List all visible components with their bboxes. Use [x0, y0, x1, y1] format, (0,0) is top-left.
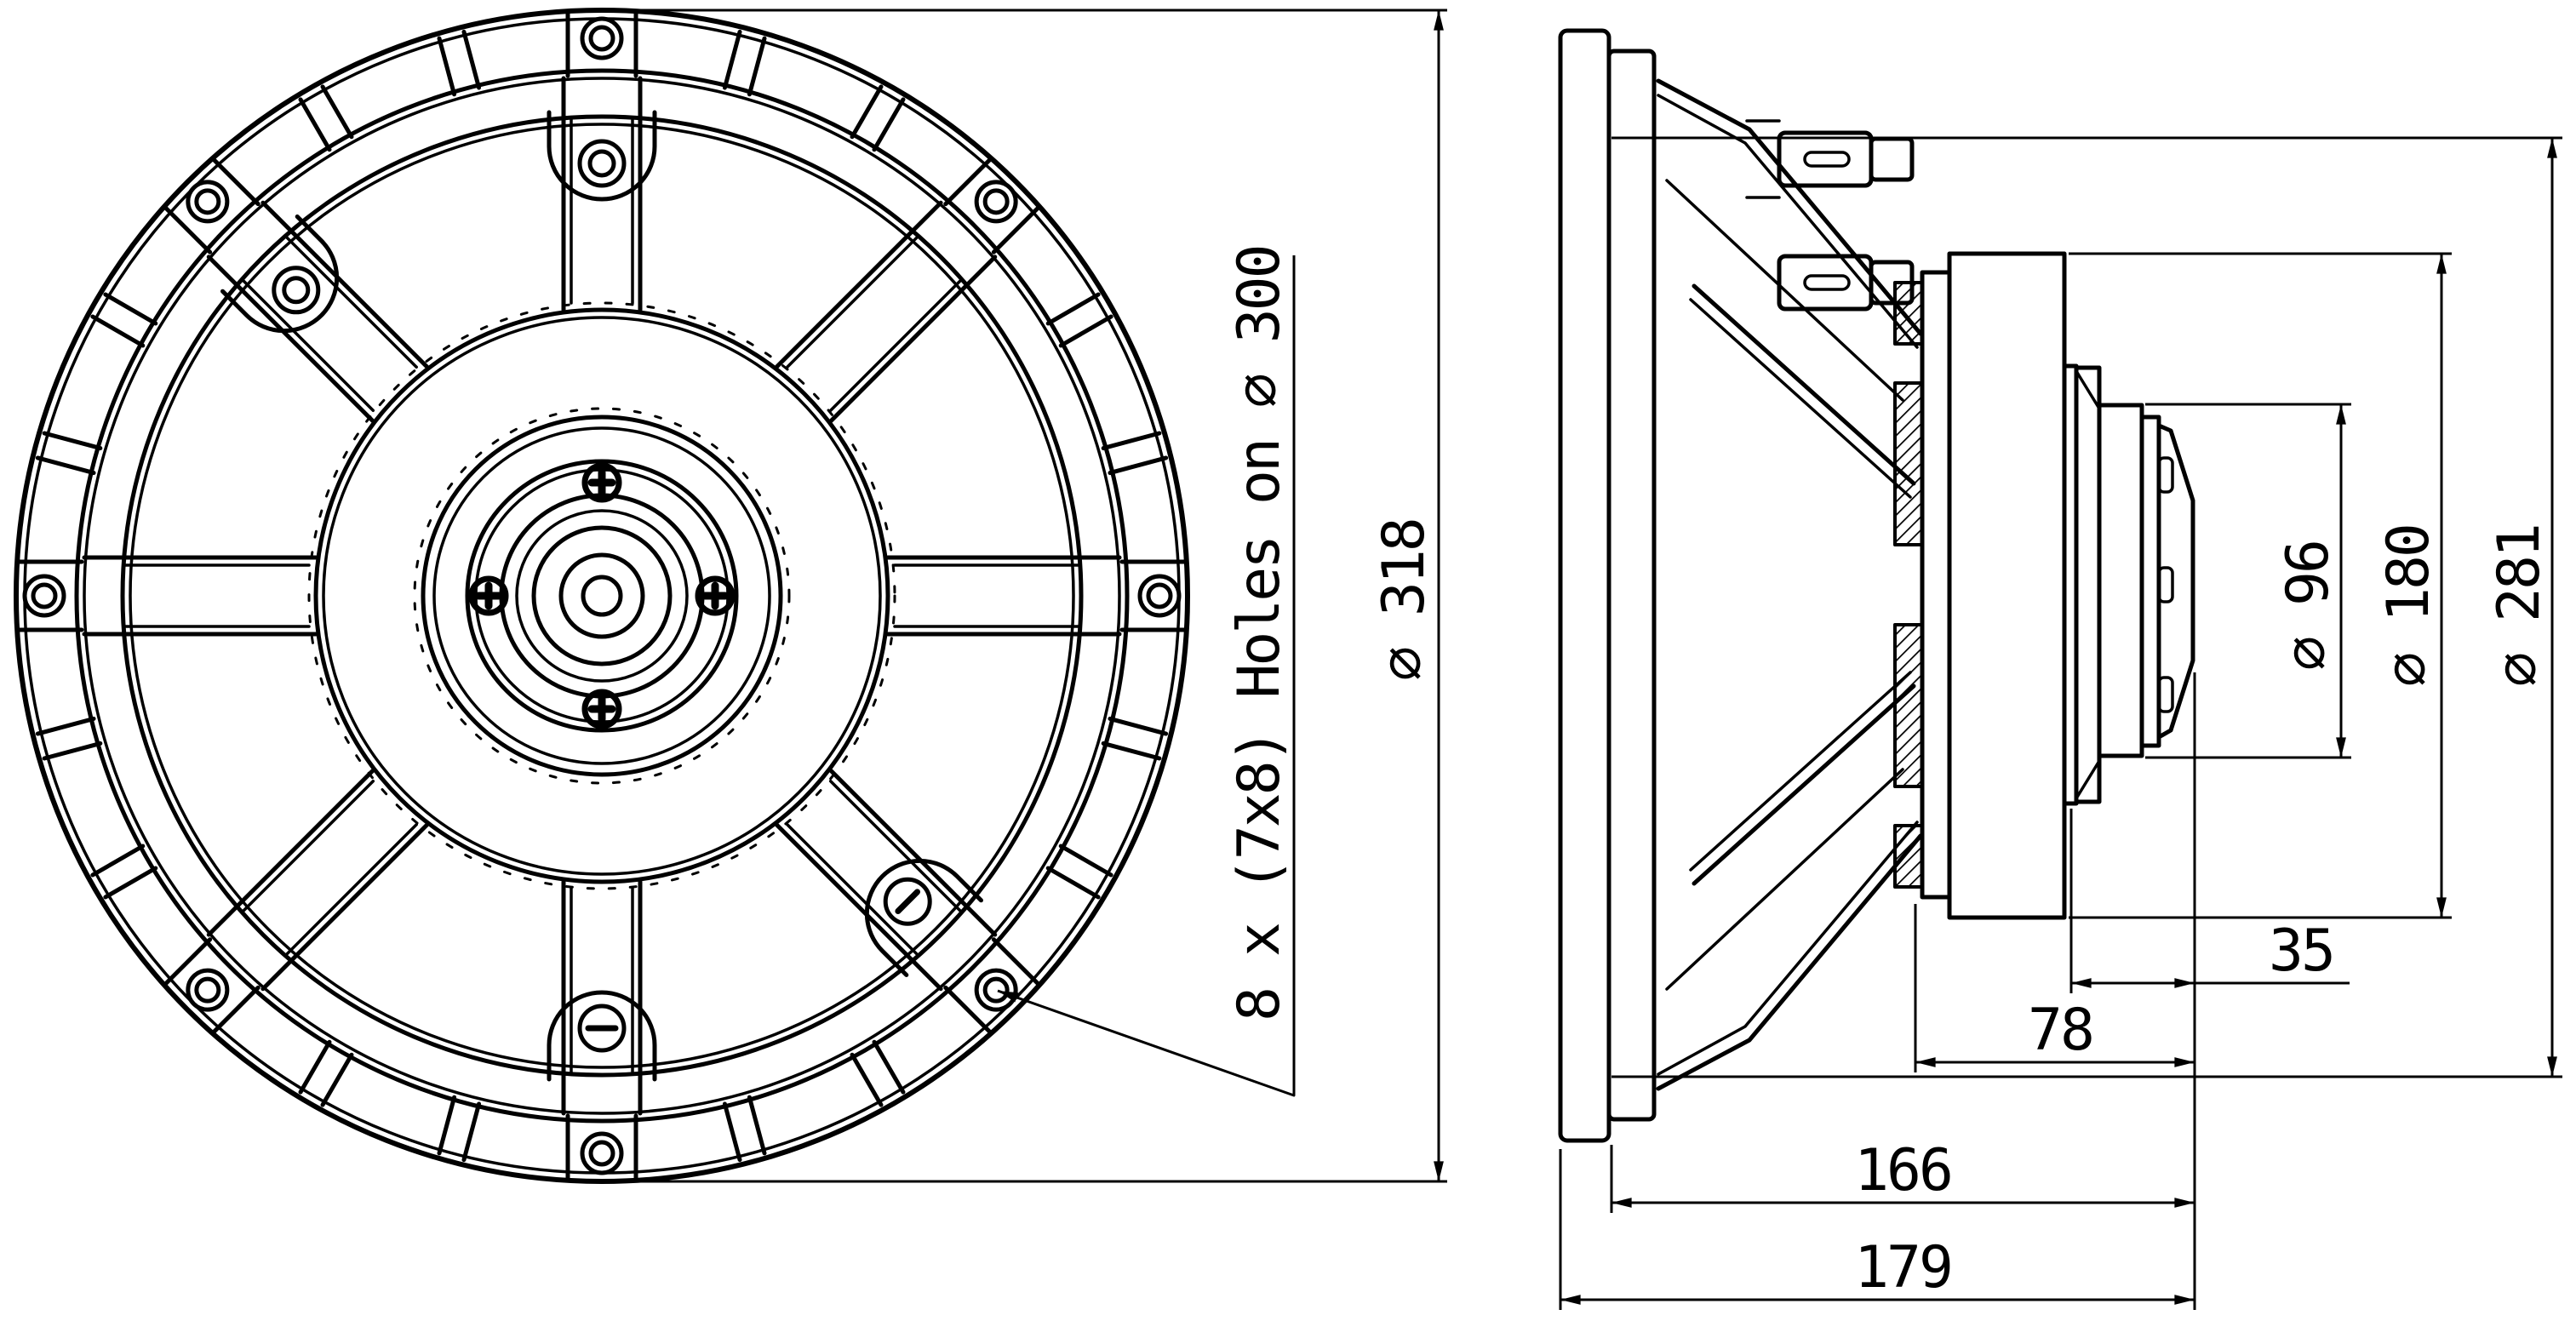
side-view [1558, 28, 2195, 1143]
dimensions: ⌀ 318 8 x (7x8) Holes on ⌀ 300 ⌀ 96 ⌀ 18… [604, 9, 2562, 1310]
dim-label-35: 35 [2269, 918, 2333, 985]
dim-mounting-holes-note: 8 x (7x8) Holes on ⌀ 300 [997, 246, 1296, 1097]
center-vent-hole [581, 575, 623, 617]
dim-label-318: ⌀ 318 [1371, 519, 1438, 681]
dim-overall-depth-179: 179 [1559, 1149, 2195, 1310]
dim-label-96: ⌀ 96 [2275, 541, 2342, 671]
voice-coil-spider [1893, 281, 1924, 889]
cone-edge-rings [307, 301, 896, 890]
front-gasket [1558, 28, 1611, 1143]
dim-label-166: 166 [1854, 1137, 1951, 1204]
spoke-ears [223, 112, 982, 1079]
dim-rear-depth-35: 35 [2069, 809, 2350, 993]
ferrite-magnet [1947, 251, 2067, 920]
dim-vent-diameter-96: ⌀ 96 [2145, 403, 2351, 759]
magnet-assembly [1920, 251, 2195, 920]
mounting-flange [1606, 49, 1657, 1122]
back-plate-bell [2074, 365, 2102, 804]
gasket-ring [120, 114, 1084, 1078]
front-plate [1920, 270, 1952, 900]
basket-cone-bottom [1656, 671, 1923, 1091]
dim-motor-depth-78: 78 [1914, 904, 2195, 1072]
dim-label-180: ⌀ 180 [2375, 525, 2442, 687]
dim-label-281: ⌀ 281 [2486, 525, 2553, 687]
dim-basket-diameter-281: ⌀ 281 [1611, 136, 2562, 1078]
basket-spokes [84, 78, 1119, 1113]
dim-label-holes-note: 8 x (7x8) Holes on ⌀ 300 [1226, 246, 1293, 1021]
terminal-posts [1745, 119, 1915, 312]
rear-plate [2097, 403, 2144, 758]
dim-label-179: 179 [1854, 1234, 1951, 1301]
back-plate-screws [472, 466, 732, 726]
dim-mounting-depth-166: 166 [1610, 1137, 2195, 1213]
dim-magnet-diameter-180: ⌀ 180 [2069, 252, 2452, 919]
basket-cone-top [1656, 78, 1923, 499]
dim-label-78: 78 [2028, 997, 2092, 1064]
rear-vent-cap [2156, 423, 2195, 740]
rear-ring [2139, 415, 2161, 748]
front-view [14, 8, 1190, 1184]
dim-outer-diameter-318: ⌀ 318 [604, 9, 1447, 1183]
